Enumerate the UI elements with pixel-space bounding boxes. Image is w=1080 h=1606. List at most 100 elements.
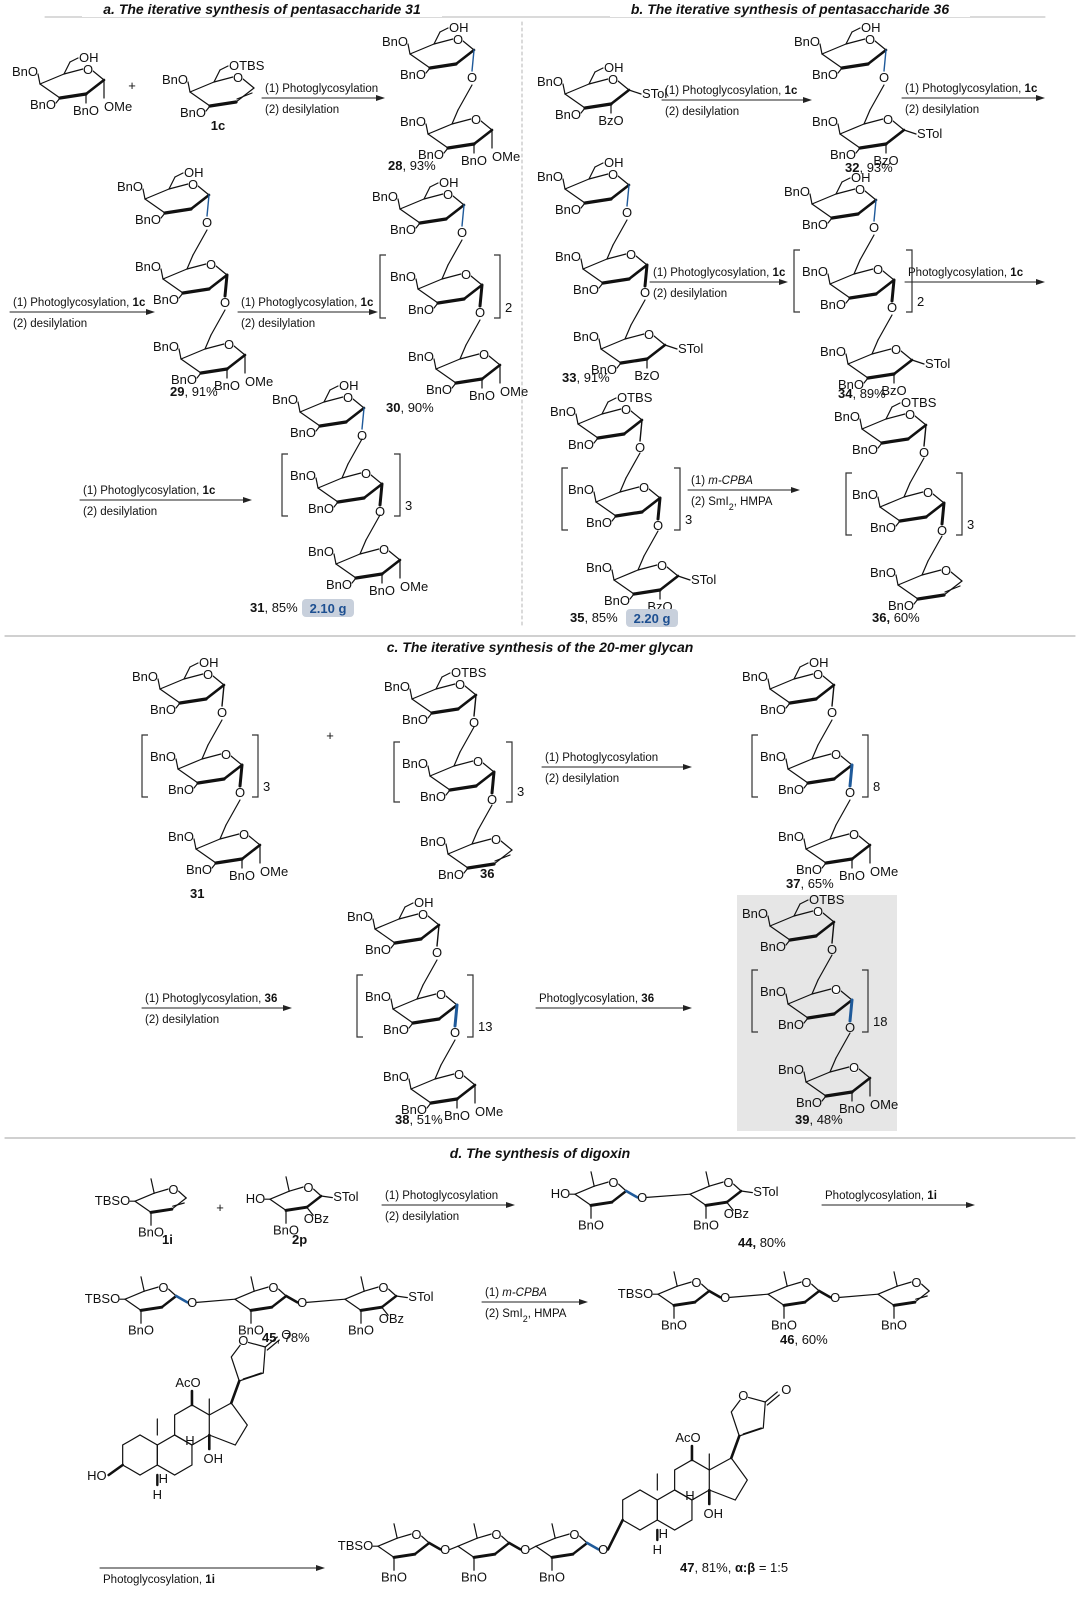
bond [653,335,666,346]
ring-oxygen-gap [461,270,471,280]
glycosidic-oxygen: O [469,715,479,730]
bond [624,333,645,340]
glycosidic-bond [453,1003,459,1028]
ring-oxygen: O [379,542,389,557]
bond [329,385,339,391]
bond [323,396,344,403]
compound-label-part: α:β [735,1560,755,1575]
condition-above: (1) Photoglycosylation, 1c [83,485,216,497]
condition-above: Photoglycosylation, 36 [539,993,654,1005]
glycosidic-bond [221,684,225,707]
c3-substituent: BnO [365,942,391,957]
ring-oxygen-gap [626,250,636,260]
bond [893,1271,898,1287]
bond [601,401,609,415]
glycosidic-oxygen: O [440,1542,450,1557]
bond [837,67,843,74]
glycosidic-oxygen: O [622,205,632,220]
c2-substituent: BnO [461,153,487,168]
bond [877,314,893,341]
anomeric-ome: OMe [870,1097,898,1112]
bond [613,579,635,595]
bond [482,762,495,773]
bond [643,530,659,557]
repeat-bracket-right [494,254,501,319]
glycosidic-oxygen: O [357,428,367,443]
ring-oxygen-gap [411,1530,422,1540]
compound-label-part: , 48% [809,1112,843,1127]
bond [39,73,65,85]
title-bg [360,639,720,655]
compound-label-part: 45 [262,1330,276,1345]
ring-oxygen-gap [268,1283,279,1293]
glycosidic-bond [940,501,946,526]
bond [835,799,851,826]
bond [447,853,469,869]
glycosidic-bond [473,694,477,717]
bond [436,297,466,305]
bond [446,142,476,150]
bond [906,423,928,441]
bond [429,765,455,777]
c3-substituent: BnO [402,712,428,727]
glycosidic-oxygen: O [919,445,929,460]
bond [306,1298,346,1304]
glycosidic-bond [174,1294,189,1304]
bond [207,273,229,291]
bond [855,147,861,154]
bond [415,278,419,290]
bond [500,840,513,851]
compound-label-part: 46 [780,1332,794,1347]
c2-substituent: BnO [839,1101,865,1116]
ring-oxygen: O [491,832,501,847]
condition-below: (2) desilylation [145,1014,219,1026]
c6-substituent: OH [449,20,469,35]
ring-oxygen: O [905,407,915,422]
bond [434,1073,455,1080]
bond [785,758,789,770]
bond [186,263,207,270]
bond [598,338,602,350]
bond [362,482,384,500]
c3-substituent: BnO [273,1222,299,1237]
condition-above-part: (1) Photoglycosylation [545,752,658,764]
bond [193,782,199,789]
carbonyl-oxygen: O [781,1382,791,1397]
bond [299,411,321,427]
bond [404,902,414,908]
c4-substituent: BnO [784,184,810,199]
bond [700,1283,710,1292]
c4-substituent: BnO [537,169,563,184]
bond [596,432,626,440]
bond [921,569,942,576]
arrowhead-icon [579,1299,588,1305]
glycosidic-bond [883,49,887,72]
bond [837,123,841,135]
bond [473,1523,478,1539]
compound-label-part: , 91% [184,384,218,399]
c2-substituent: BnO [73,103,99,118]
glycosidic-bond [206,194,210,217]
c3-substituent: BnO [760,702,786,717]
bond [201,744,209,760]
glycosidic-bond [284,1294,299,1304]
bond [500,1535,510,1544]
bond [395,1295,408,1299]
ring-oxygen-gap [723,1178,734,1188]
c2-substituent: OBz [304,1211,329,1226]
bond [785,939,791,946]
condition-above-part: (1) [691,475,708,487]
bond [433,358,437,370]
bond [689,1193,707,1207]
glycosidic-oxygen: O [845,1020,855,1035]
c4-substituent: BnO [778,829,804,844]
compound-label-part: , 85% [584,610,618,625]
bond [354,572,384,580]
repeat-count: 2 [917,294,924,309]
bond [444,203,466,221]
bond [476,1533,492,1539]
steroid-ring-d [708,1457,749,1501]
bond [162,278,184,294]
bond [380,1294,398,1309]
c3-substituent: BnO [420,789,446,804]
